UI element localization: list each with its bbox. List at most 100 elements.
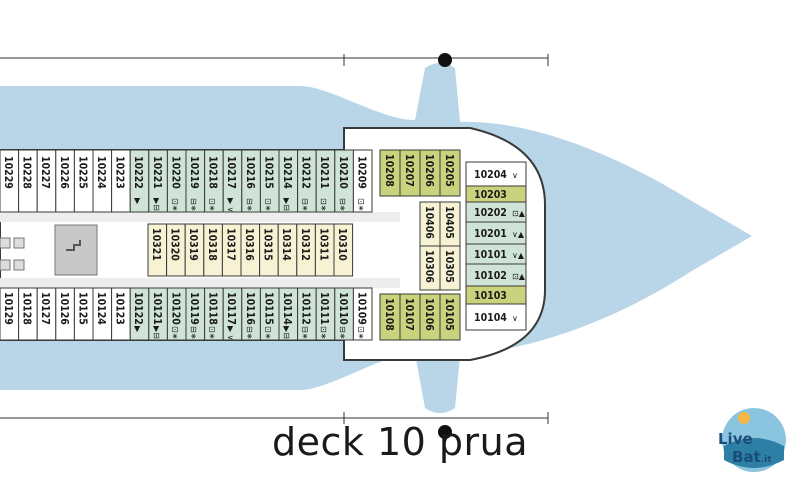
cabin-label-10311: 10311 <box>317 228 329 261</box>
cabin-label-10207: 10207 <box>403 154 415 187</box>
cabin-symbols-10111: ⊡∗ <box>319 326 328 339</box>
liveboat-logo: Live Bat.it <box>718 408 786 472</box>
cabin-10104[interactable] <box>465 303 527 331</box>
cabin-symbols-10118: ⊡∗ <box>208 326 217 339</box>
cabin-label-10208: 10208 <box>383 154 395 187</box>
cabin-label-10318: 10318 <box>206 228 218 261</box>
cabin-label-10228: 10228 <box>21 156 33 189</box>
marker-dot-bottom <box>438 425 452 439</box>
cabin-label-10316: 10316 <box>243 228 255 261</box>
cabin-symbols-10122: ▶ <box>133 326 142 333</box>
cabin-label-10117: 10117 <box>225 292 237 325</box>
cabin-label-10314: 10314 <box>280 228 292 261</box>
cabin-symbols-10102: ⊡▲ <box>512 272 526 281</box>
cabin-symbols-10201: ∨▲ <box>512 230 525 239</box>
cabin-symbols-10220: ⊡∗ <box>170 198 179 211</box>
logo-word-1: Live <box>718 430 753 448</box>
cabin-label-10210: 10210 <box>337 156 349 189</box>
lift-icons <box>0 237 25 271</box>
cabin-symbols-10217: ▶ ∨ <box>226 198 235 213</box>
cabin-symbols-10210: ⊟∗ <box>338 198 347 211</box>
cabin-label-10224: 10224 <box>95 156 107 189</box>
cabin-symbols-10101: ∨▲ <box>512 251 525 260</box>
cabin-label-10118: 10118 <box>207 292 219 325</box>
cabin-symbols-10117: ▶ ∨ <box>226 326 235 341</box>
cabin-label-10227: 10227 <box>39 156 51 189</box>
cabin-label-10218: 10218 <box>207 156 219 189</box>
cabin-label-10320: 10320 <box>169 228 181 261</box>
cabin-symbols-10218: ⊡∗ <box>208 198 217 211</box>
marker-dot-top <box>438 53 452 67</box>
cabin-symbols-10219: ⊟∗ <box>189 198 198 211</box>
stairs-icon <box>66 240 81 251</box>
cabin-label-10214: 10214 <box>281 156 293 189</box>
cabin-label-10107: 10107 <box>403 298 415 331</box>
cabin-label-10217: 10217 <box>225 156 237 189</box>
cabin-label-10102: 10102 <box>474 270 507 282</box>
cabin-10305[interactable] <box>439 245 461 291</box>
cabin-symbols-10214: ▶⊟ <box>282 198 291 211</box>
cabin-10109[interactable] <box>352 287 373 341</box>
cabin-label-10108: 10108 <box>383 298 395 331</box>
cabin-label-10211: 10211 <box>318 156 330 189</box>
cabin-label-10229: 10229 <box>2 156 14 189</box>
cabin-label-10101: 10101 <box>474 249 507 261</box>
cabin-symbols-10115: ⊡∗ <box>263 326 272 339</box>
logo-word-3: at <box>743 448 760 466</box>
cabin-label-10406: 10406 <box>423 206 435 239</box>
cabin-label-10202: 10202 <box>474 207 507 219</box>
cabin-label-10116: 10116 <box>244 292 256 325</box>
cabin-label-10215: 10215 <box>262 156 274 189</box>
cabin-label-10226: 10226 <box>58 156 70 189</box>
cabin-label-10222: 10222 <box>132 156 144 189</box>
cabin-symbols-10204: ∨ <box>512 171 518 180</box>
cabin-label-10220: 10220 <box>169 156 181 189</box>
cabin-label-10305: 10305 <box>443 250 455 283</box>
cabin-10310[interactable] <box>333 223 354 277</box>
logo-suffix: .it <box>761 455 773 465</box>
cabin-10105[interactable] <box>439 293 461 341</box>
cabin-label-10212: 10212 <box>300 156 312 189</box>
cabin-label-10119: 10119 <box>188 292 200 325</box>
cabin-label-10310: 10310 <box>336 228 348 261</box>
cabin-10205[interactable] <box>439 149 461 197</box>
cabin-symbols-10116: ⊟∗ <box>245 326 254 339</box>
cabin-label-10120: 10120 <box>169 292 181 325</box>
cabin-symbols-10114: ▶⊟ <box>282 326 291 339</box>
cabin-label-10126: 10126 <box>58 292 70 325</box>
cabin-label-10219: 10219 <box>188 156 200 189</box>
cabin-symbols-10121: ▶⊟ <box>152 326 161 339</box>
cabin-symbols-10211: ⊡∗ <box>319 198 328 211</box>
cabin-label-10104: 10104 <box>474 312 507 324</box>
cabin-label-10106: 10106 <box>423 298 435 331</box>
cabin-symbols-10120: ⊡∗ <box>170 326 179 339</box>
dimension-lines <box>0 54 549 424</box>
cabin-label-10206: 10206 <box>423 154 435 187</box>
cabin-symbols-10112: ⊟∗ <box>301 326 310 339</box>
cabin-label-10216: 10216 <box>244 156 256 189</box>
cabin-10209[interactable] <box>352 149 373 213</box>
cabin-symbols-10110: ⊟∗ <box>338 326 347 339</box>
cabin-symbols-10212: ⊟∗ <box>301 198 310 211</box>
cabin-label-10121: 10121 <box>151 292 163 325</box>
cabin-symbols-10215: ⊡∗ <box>263 198 272 211</box>
cabin-label-10203: 10203 <box>474 189 507 201</box>
cabin-label-10129: 10129 <box>2 292 14 325</box>
cabin-label-10317: 10317 <box>224 228 236 261</box>
cabin-label-10110: 10110 <box>337 292 349 325</box>
cabin-label-10111: 10111 <box>318 292 330 325</box>
stair-block <box>54 224 98 276</box>
cabin-label-10124: 10124 <box>95 292 107 325</box>
cabin-symbols-10109: ⊡∗ <box>356 326 365 339</box>
corridor-bottom <box>0 278 400 288</box>
cabin-label-10103: 10103 <box>474 290 507 302</box>
cabin-label-10105: 10105 <box>443 298 455 331</box>
svg-text:Bat.it: Bat.it <box>732 448 772 466</box>
cabin-symbols-10221: ▶⊟ <box>152 198 161 211</box>
cabin-label-10114: 10114 <box>281 292 293 325</box>
cabin-label-10321: 10321 <box>150 228 162 261</box>
cabin-symbols-10209: ⊡∗ <box>356 198 365 211</box>
cabin-label-10225: 10225 <box>76 156 88 189</box>
svg-text:Live: Live <box>718 430 753 448</box>
